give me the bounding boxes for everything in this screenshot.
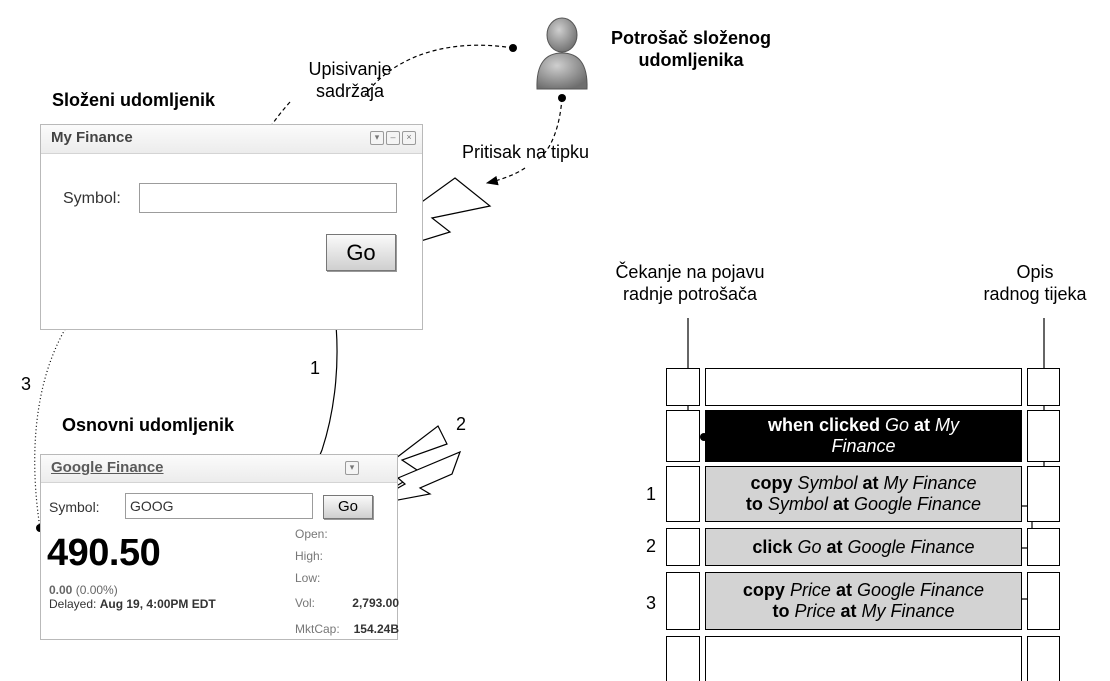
arrow-1-label: 1 bbox=[310, 358, 321, 378]
table-cell bbox=[666, 528, 700, 566]
table-cell bbox=[1027, 410, 1060, 462]
key-press-label: Pritisak na tipku bbox=[462, 142, 590, 162]
minimize-icon[interactable]: – bbox=[386, 131, 400, 145]
table-cell bbox=[705, 368, 1022, 406]
stat-mktcap-value: 154.24B bbox=[353, 622, 399, 636]
google-finance-widget: Google Finance ▾ Symbol: Go 490.50 0.00 … bbox=[40, 454, 399, 640]
basic-widget-heading: Osnovni udomljenik bbox=[62, 415, 235, 435]
stat-vol-label: Vol: bbox=[295, 596, 316, 610]
arrow-3-label: 3 bbox=[21, 374, 32, 394]
waiting-label-line1: Čekanje na pojavu bbox=[615, 262, 765, 282]
table-cell bbox=[1027, 368, 1060, 406]
workflow-desc-line1: Opis bbox=[1016, 262, 1054, 282]
content-entry-label-line1: Upisivanje bbox=[308, 59, 392, 79]
google-finance-header: Google Finance ▾ bbox=[41, 455, 397, 483]
my-finance-widget: My Finance ▾ – × Symbol: Go bbox=[40, 124, 423, 330]
content-entry-dot bbox=[509, 44, 517, 52]
arrow-content-entry bbox=[364, 44, 514, 96]
my-finance-symbol-input[interactable] bbox=[139, 183, 397, 213]
table-cell bbox=[666, 572, 700, 630]
google-finance-title[interactable]: Google Finance bbox=[51, 459, 164, 476]
arrow-key-press bbox=[536, 97, 563, 161]
arrow-2-label: 2 bbox=[456, 414, 467, 434]
arrow-to-lightning-1 bbox=[485, 167, 526, 186]
table-cell bbox=[1027, 466, 1060, 522]
user-icon bbox=[536, 17, 588, 90]
table-cell bbox=[1027, 528, 1060, 566]
workflow-step-1: copy Symbol at My Finance to Symbol at G… bbox=[705, 466, 1022, 522]
workflow-step-trigger: when clicked Go at My Finance bbox=[705, 410, 1022, 462]
stat-vol-value: 2,793.00 bbox=[352, 596, 399, 610]
my-finance-go-button[interactable]: Go bbox=[326, 234, 396, 271]
row-number-1: 1 bbox=[645, 484, 656, 504]
user-label-line1: Potrošač složenog bbox=[610, 28, 772, 48]
content-entry-label-line2: sadržaja bbox=[315, 81, 385, 101]
google-finance-symbol-input[interactable] bbox=[125, 493, 313, 519]
stat-high-label: High: bbox=[295, 549, 324, 563]
delayed-label: Delayed: bbox=[49, 597, 97, 611]
delayed-info: Delayed: Aug 19, 4:00PM EDT bbox=[49, 597, 216, 611]
table-cell bbox=[1027, 572, 1060, 630]
table-cell bbox=[666, 368, 700, 406]
delayed-value: Aug 19, 4:00PM EDT bbox=[99, 597, 216, 611]
key-press-dot bbox=[558, 94, 566, 102]
table-cell bbox=[1027, 636, 1060, 681]
close-icon[interactable]: × bbox=[402, 131, 416, 145]
row-number-2: 2 bbox=[645, 536, 656, 556]
user-label-line2: udomljenika bbox=[638, 50, 744, 70]
stat-open-label: Open: bbox=[295, 527, 328, 541]
my-finance-symbol-label: Symbol: bbox=[63, 190, 121, 207]
google-finance-symbol-label: Symbol: bbox=[49, 499, 100, 515]
price-value: 490.50 bbox=[47, 532, 161, 574]
waiting-label-line2: radnje potrošača bbox=[622, 284, 758, 304]
row-number-3: 3 bbox=[645, 593, 656, 613]
table-cell bbox=[666, 466, 700, 522]
stat-mktcap-label: MktCap: bbox=[295, 622, 340, 636]
price-change: 0.00 (0.00%) bbox=[49, 583, 118, 597]
dropdown-icon[interactable]: ▾ bbox=[345, 461, 359, 475]
composite-widget-heading: Složeni udomljenik bbox=[52, 90, 216, 110]
workflow-step-3: copy Price at Google Finance to Price at… bbox=[705, 572, 1022, 630]
google-finance-go-button[interactable]: Go bbox=[323, 495, 373, 519]
table-cell bbox=[666, 410, 700, 462]
dropdown-icon[interactable]: ▾ bbox=[370, 131, 384, 145]
my-finance-header: My Finance ▾ – × bbox=[41, 125, 422, 154]
table-cell bbox=[705, 636, 1022, 681]
stat-low-label: Low: bbox=[295, 571, 321, 585]
my-finance-title: My Finance bbox=[51, 129, 133, 146]
table-cell bbox=[666, 636, 700, 681]
workflow-step-2: click Go at Google Finance bbox=[705, 528, 1022, 566]
workflow-desc-line2: radnog tijeka bbox=[983, 284, 1087, 304]
